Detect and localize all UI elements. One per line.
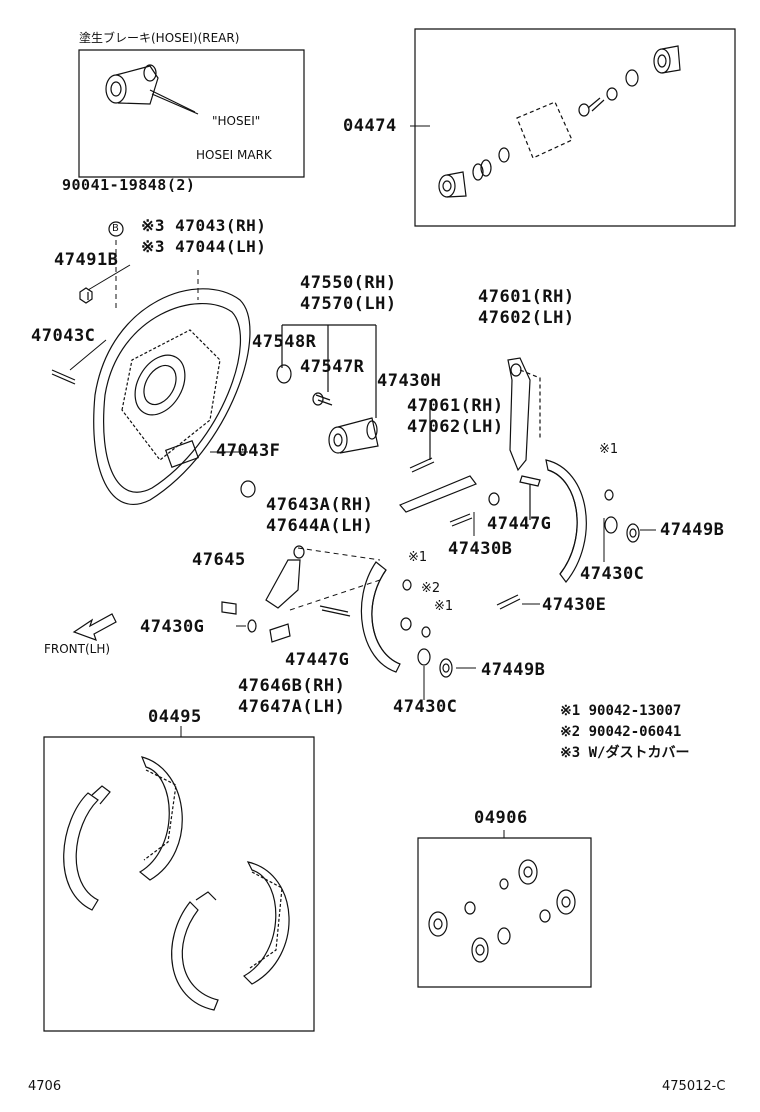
part-47647a-lh[interactable]: 47647A(LH) [238,697,346,717]
leader-lines [70,126,656,838]
front-arrow-icon [74,614,116,640]
part-47547r[interactable]: 47547R [300,357,365,377]
footer-figure-ref: 475012-C [662,1079,726,1094]
part-04474[interactable]: 04474 [343,116,397,136]
part-47602-lh[interactable]: 47602(LH) [478,308,575,328]
part-47449b-left[interactable]: 47449B [481,660,546,680]
front-lh-label: FRONT(LH) [44,642,111,656]
part-47643a-rh[interactable]: 47643A(RH) [266,495,374,515]
hosei-cylinder-drawing [106,65,198,114]
hosei-quote-label: "HOSEI" [212,114,261,128]
mark-x1-c: ※1 [434,599,454,614]
wheel-cylinder-drawing [329,418,378,453]
wheel-cylinder-bracket [282,325,376,418]
part-47430c-right[interactable]: 47430C [580,564,645,584]
note-2: ※2 90042-06041 [560,724,682,740]
shoe-kit-box [44,737,314,1031]
cup-kit-drawing [429,860,575,962]
part-90041-19848[interactable]: 90041-19848(2) [62,176,196,194]
hosei-box-title: 塗生ブレーキ(HOSEI)(REAR) [79,31,240,45]
part-47061-rh[interactable]: 47061(RH) [407,396,504,416]
part-47550-rh[interactable]: 47550(RH) [300,273,397,293]
guide-lines [116,240,380,610]
left-parts-drawings [222,546,452,677]
part-47062-lh[interactable]: 47062(LH) [407,417,504,437]
part-47044-lh[interactable]: ※3 47044(LH) [141,237,267,256]
part-47447g-left[interactable]: 47447G [285,650,350,670]
part-47430g[interactable]: 47430G [140,617,205,637]
wheel-cylinder-kit-drawing [439,46,680,197]
part-47043f[interactable]: 47043F [216,441,281,461]
footer-page-ref: 4706 [28,1079,62,1094]
mark-x2: ※2 [421,581,441,596]
part-47430h[interactable]: 47430H [377,371,442,391]
part-47548r[interactable]: 47548R [252,332,317,352]
adjuster-drawing [400,400,499,526]
parking-lever-drawing [508,358,540,470]
part-47646b-rh[interactable]: 47646B(RH) [238,676,346,696]
wheel-cylinder-kit-box [415,29,735,226]
right-hold-down-parts [497,490,639,609]
part-47447g-right[interactable]: 47447G [487,514,552,534]
part-47430e[interactable]: 47430E [542,595,607,615]
b-circle-label: B [112,223,119,234]
right-shoe-drawing [520,460,586,582]
note-1: ※1 90042-13007 [560,703,682,719]
note-3: ※3 W/ダストカバー [560,745,690,761]
part-47043c[interactable]: 47043C [31,326,96,346]
shoe-kit-drawing [64,757,289,1010]
part-47430c-left[interactable]: 47430C [393,697,458,717]
part-47449b-right[interactable]: 47449B [660,520,725,540]
part-04906[interactable]: 04906 [474,808,528,828]
part-47645[interactable]: 47645 [192,550,246,570]
part-47430b[interactable]: 47430B [448,539,513,559]
part-04495[interactable]: 04495 [148,707,202,727]
b-circle [109,222,123,236]
mark-x1-b: ※1 [408,550,428,565]
left-shoe-drawing [361,562,400,672]
part-47491b[interactable]: 47491B [54,250,119,270]
fastener-drawings [52,288,332,497]
cup-kit-box [418,838,591,987]
hosei-box [79,50,304,177]
backing-plate-drawing [94,289,250,505]
hosei-mark-label: HOSEI MARK [196,148,272,162]
part-47570-lh[interactable]: 47570(LH) [300,294,397,314]
mark-x1-a: ※1 [599,442,619,457]
part-47043-rh[interactable]: ※3 47043(RH) [141,216,267,235]
part-47644a-lh[interactable]: 47644A(LH) [266,516,374,536]
part-47601-rh[interactable]: 47601(RH) [478,287,575,307]
